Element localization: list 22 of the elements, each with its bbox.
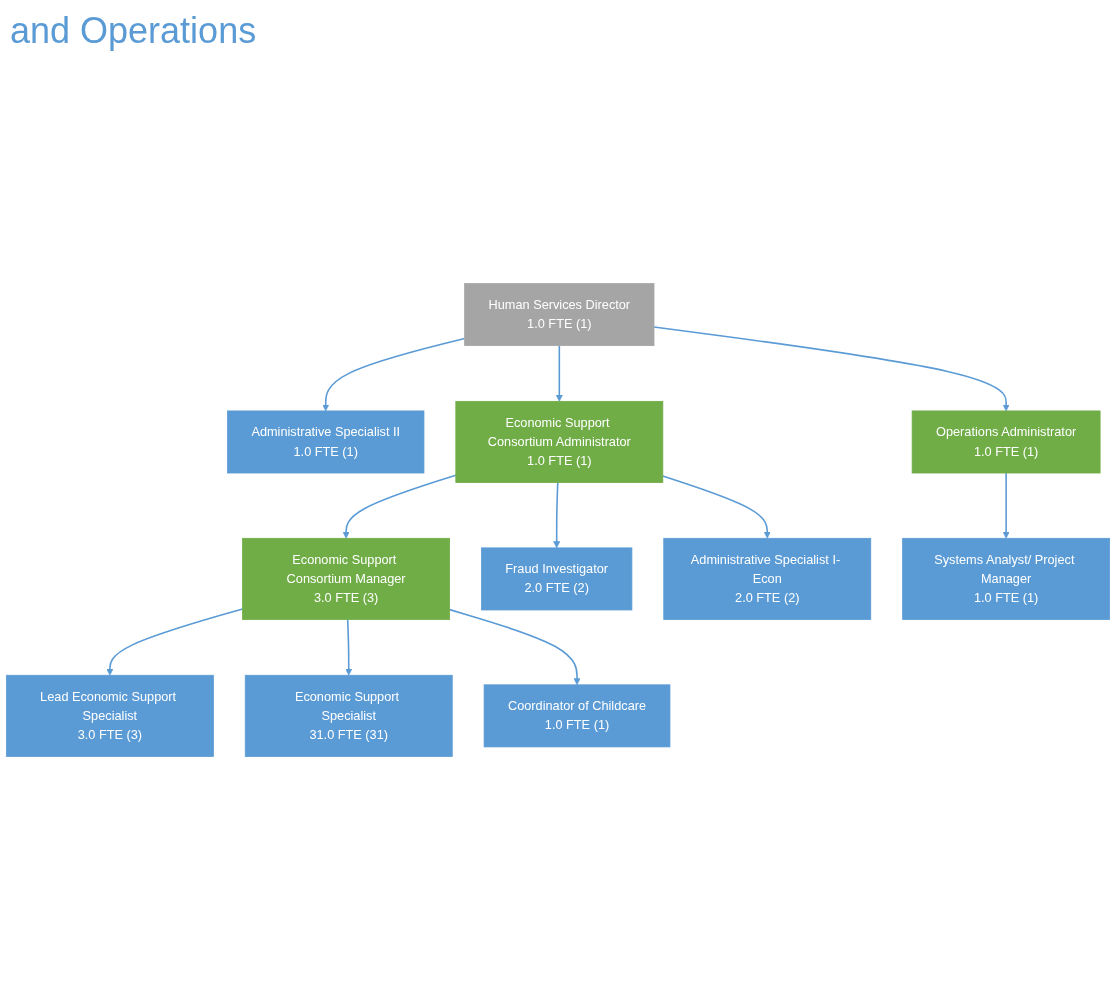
diagram-title: and Operations: [10, 10, 257, 52]
node-box: Economic Support Consortium Manager 3.0 FTE (3): [242, 537, 450, 620]
node-box: Coordinator of Childcare 1.0 FTE (1): [483, 684, 671, 748]
arrow: [662, 475, 771, 539]
node-box: Operations Administrator 1.0 FTE (1): [911, 410, 1101, 474]
arrow: [106, 608, 244, 676]
arrow: [342, 474, 457, 539]
arrow: [653, 326, 1010, 412]
node-box: Human Services Director 1.0 FTE (1): [464, 283, 655, 347]
node-box: Economic Support Specialist 31.0 FTE (31): [244, 674, 453, 757]
node-box: Lead Economic Support Specialist 3.0 FTE (3): [5, 674, 214, 757]
arrow: [322, 337, 466, 412]
arrow: [555, 344, 563, 402]
arrow: [345, 618, 353, 676]
arrow: [448, 608, 581, 686]
node-box: Fraud Investigator 2.0 FTE (2): [481, 547, 633, 611]
node-box: Economic Support Consortium Administrator 1.0 FTE (1): [455, 400, 664, 483]
arrow: [1002, 472, 1010, 539]
node-box: Administrative Specialist I- Econ 2.0 FTE (2): [663, 537, 872, 620]
arrow: [553, 481, 561, 549]
node-box: Systems Analyst/ Project Manager 1.0 FTE (1): [902, 537, 1111, 620]
node-box: Administrative Specialist II 1.0 FTE (1): [227, 410, 425, 474]
